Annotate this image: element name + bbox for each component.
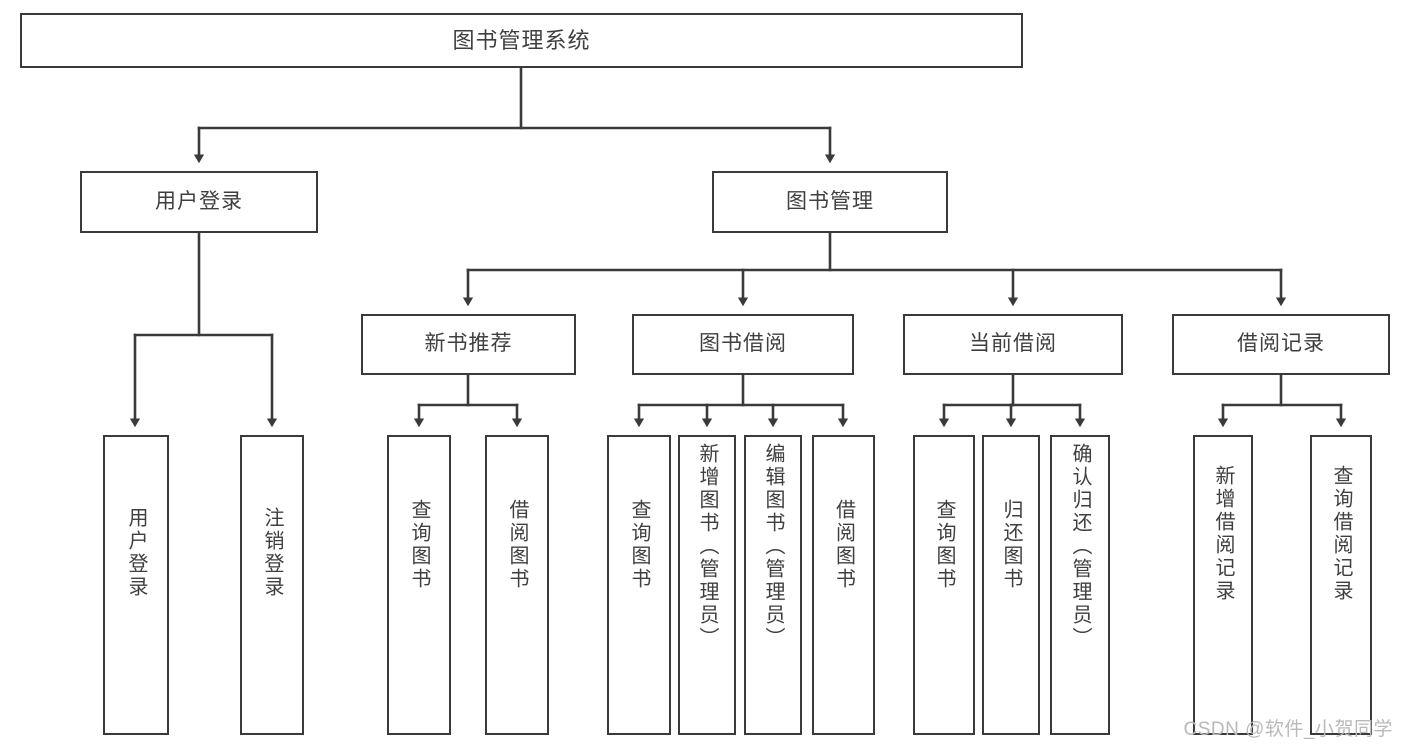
node-leaf-query-book-borrow[interactable]: 查询图书: [607, 435, 671, 735]
node-leaf-query-book-current[interactable]: 查询图书: [913, 435, 975, 735]
node-leaf-return-book-label: 归还图书: [1000, 499, 1022, 591]
node-leaf-confirm-return-admin[interactable]: 确认归还（管理员）: [1050, 435, 1110, 735]
node-leaf-confirm-return-admin-label: 确认归还（管理员）: [1069, 443, 1091, 650]
node-user-login-label: 用户登录: [155, 189, 243, 213]
node-leaf-borrow-book-recommend[interactable]: 借阅图书: [485, 435, 549, 735]
node-borrow-record-label: 借阅记录: [1237, 332, 1325, 356]
node-leaf-add-book-admin-label: 新增图书（管理员）: [696, 443, 718, 650]
node-leaf-query-borrow-record-label: 查询借阅记录: [1330, 465, 1352, 603]
node-leaf-borrow-book-recommend-label: 借阅图书: [506, 499, 528, 591]
node-leaf-add-borrow-record[interactable]: 新增借阅记录: [1193, 435, 1253, 735]
node-leaf-borrow-book-label: 借阅图书: [832, 499, 855, 591]
node-leaf-user-logout[interactable]: 注销登录: [240, 435, 304, 735]
node-new-book-recommend[interactable]: 新书推荐: [361, 314, 576, 375]
node-book-borrow[interactable]: 图书借阅: [632, 314, 854, 375]
node-leaf-query-book-current-label: 查询图书: [933, 499, 955, 591]
node-book-manage-label: 图书管理: [786, 189, 874, 213]
node-leaf-add-borrow-record-label: 新增借阅记录: [1212, 465, 1234, 603]
node-book-manage[interactable]: 图书管理: [712, 171, 948, 233]
node-root[interactable]: 图书管理系统: [20, 13, 1023, 68]
node-leaf-user-login[interactable]: 用户登录: [103, 435, 169, 735]
watermark-text: CSDN @软件_小贺同学: [1183, 719, 1393, 740]
node-leaf-query-book-recommend-label: 查询图书: [408, 499, 430, 591]
node-leaf-user-logout-label: 注销登录: [261, 507, 283, 599]
node-root-label: 图书管理系统: [452, 27, 591, 53]
node-leaf-add-book-admin[interactable]: 新增图书（管理员）: [678, 435, 736, 735]
node-leaf-query-book-recommend[interactable]: 查询图书: [387, 435, 451, 735]
node-new-book-recommend-label: 新书推荐: [424, 332, 513, 356]
node-leaf-query-book-borrow-label: 查询图书: [628, 499, 650, 591]
node-current-borrow[interactable]: 当前借阅: [903, 314, 1123, 375]
node-leaf-return-book[interactable]: 归还图书: [982, 435, 1040, 735]
node-leaf-query-borrow-record[interactable]: 查询借阅记录: [1310, 435, 1372, 735]
node-user-login[interactable]: 用户登录: [80, 171, 318, 233]
node-current-borrow-label: 当前借阅: [969, 332, 1057, 356]
node-leaf-edit-book-admin[interactable]: 编辑图书（管理员）: [744, 435, 802, 735]
node-leaf-edit-book-admin-label: 编辑图书（管理员）: [762, 443, 784, 650]
node-book-borrow-label: 图书借阅: [699, 332, 787, 356]
node-leaf-user-login-label: 用户登录: [125, 507, 147, 599]
node-borrow-record[interactable]: 借阅记录: [1172, 314, 1390, 375]
node-leaf-borrow-book[interactable]: 借阅图书: [812, 435, 875, 735]
